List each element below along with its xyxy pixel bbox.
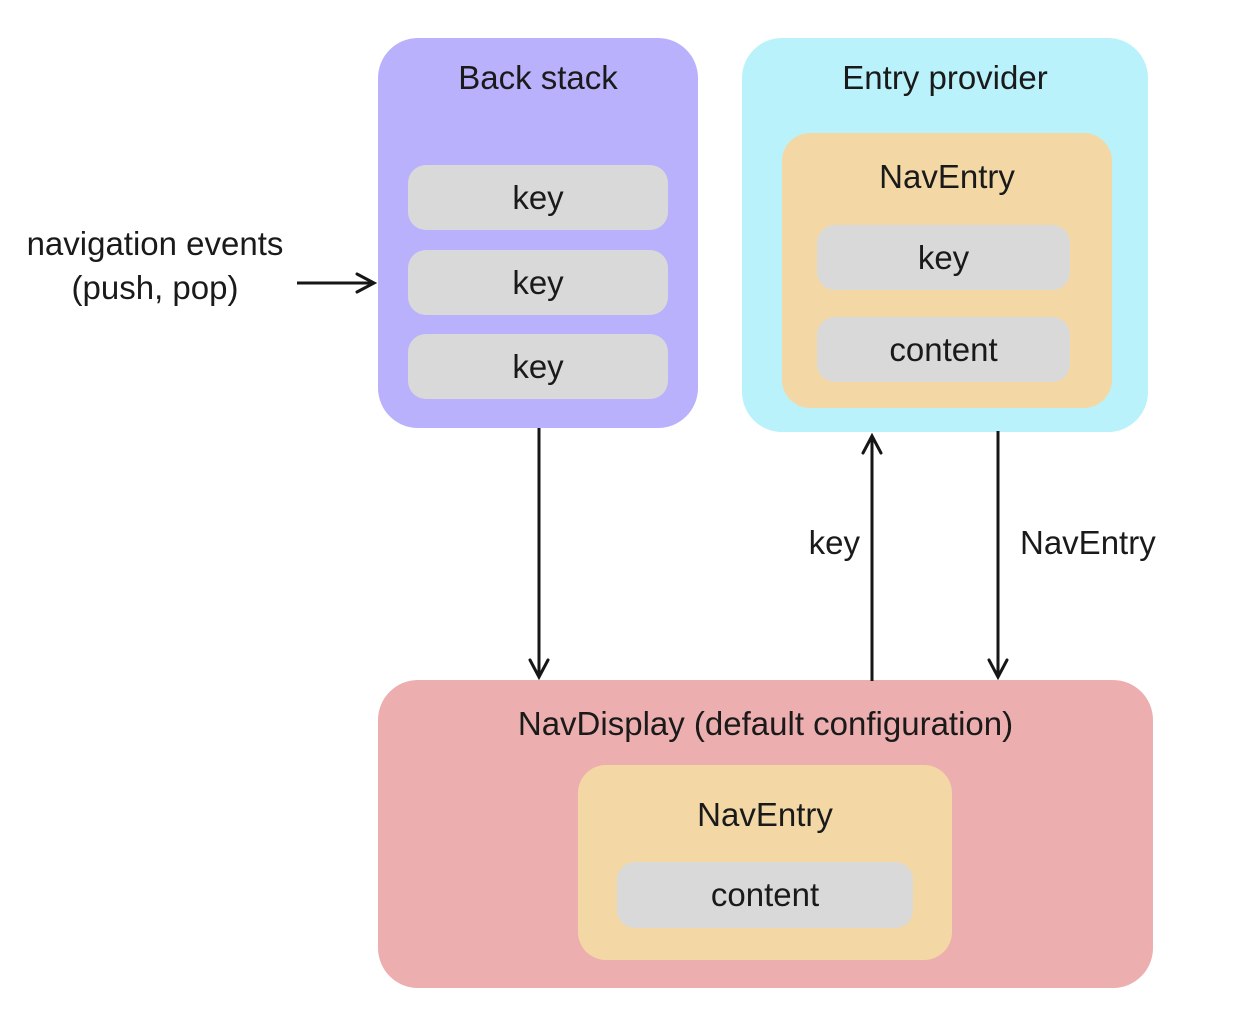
nav-entry-content-pill: content	[617, 862, 913, 928]
back-stack-key-label: key	[512, 178, 564, 216]
nav-entry-key-label: key	[917, 238, 970, 276]
nav-display-nav-entry-box: NavEntry content	[578, 765, 952, 960]
back-stack-key-pill: key	[408, 250, 668, 315]
nav-entry-content-pill: content	[817, 317, 1070, 382]
navigation-events-line1: navigation events	[26, 225, 284, 262]
nav-entry-content-label: content	[710, 876, 820, 913]
nav-display-box: NavDisplay (default configuration) NavEn…	[378, 680, 1153, 988]
nav-entry-key-pill: key	[817, 225, 1070, 290]
entry-provider-nav-entry-box: NavEntry key content	[782, 133, 1112, 408]
nav-entry-title: NavEntry	[697, 796, 833, 833]
nav-display-title: NavDisplay (default configuration)	[517, 705, 1014, 742]
nav-entry-title: NavEntry	[879, 158, 1015, 195]
nav-entry-content-label: content	[889, 330, 998, 368]
back-stack-key-pill: key	[408, 334, 668, 399]
navigation-events-line2: (push, pop)	[71, 269, 239, 306]
back-stack-key-label: key	[512, 347, 564, 385]
entry-provider-title: Entry provider	[842, 59, 1048, 96]
entry-provider-box: Entry provider NavEntry key content	[742, 38, 1148, 432]
back-stack-key-pill: key	[408, 165, 668, 230]
navigation-events-label: navigation events (push, pop)	[5, 222, 305, 310]
back-stack-title: Back stack	[458, 59, 618, 96]
back-stack-key-label: key	[512, 263, 564, 301]
naventry-arrow-label: NavEntry	[1020, 524, 1156, 561]
key-arrow-label: key	[808, 524, 860, 561]
back-stack-box: Back stack key key key	[378, 38, 698, 428]
